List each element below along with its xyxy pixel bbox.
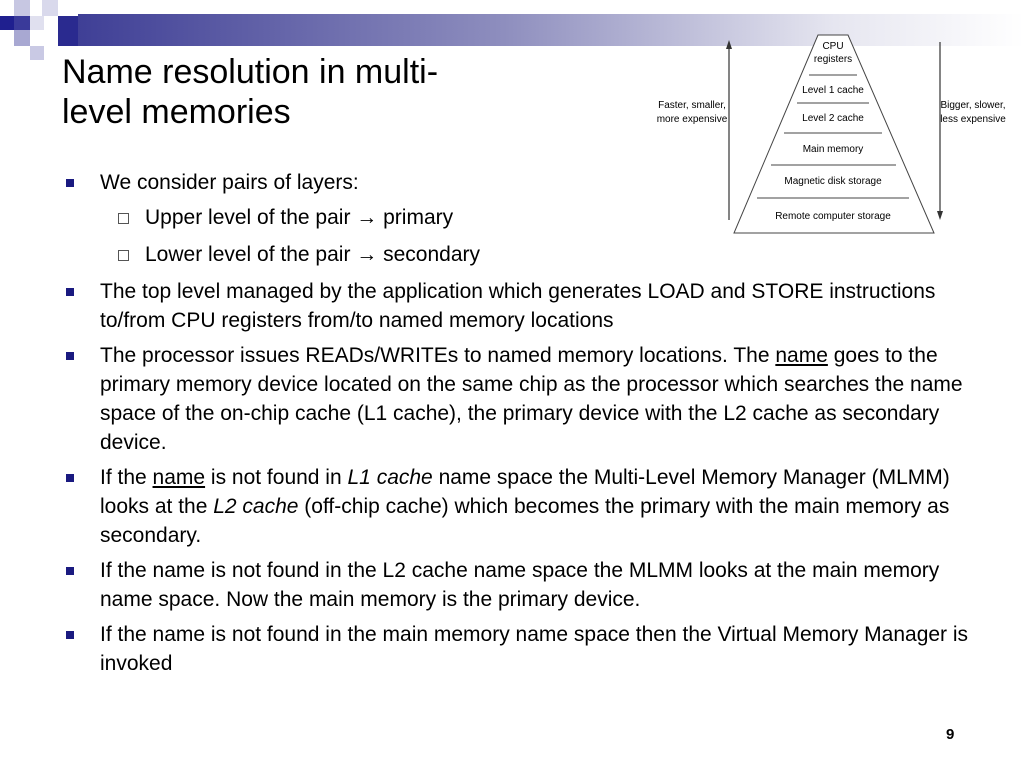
- level-main-memory: Main memory: [803, 144, 864, 155]
- italic-l1-cache: L1 cache: [347, 466, 433, 489]
- header-gradient-bar: [78, 14, 1024, 46]
- bullet-main-memory-not-found: If the name is not found in the main mem…: [64, 620, 974, 678]
- level-cpu: CPU: [822, 41, 843, 52]
- sub-bullet-lower-level: Lower level of the pair → secondary: [64, 240, 974, 269]
- level-l2-cache: Level 2 cache: [802, 113, 864, 124]
- bullet-l1-not-found: If the name is not found in L1 cache nam…: [64, 463, 974, 550]
- level-l1-cache: Level 1 cache: [802, 85, 864, 96]
- down-arrow-icon: [937, 211, 943, 220]
- bullet-top-level: The top level managed by the application…: [64, 277, 974, 335]
- pyramid-outline: [733, 34, 935, 234]
- underlined-name: name: [152, 466, 206, 489]
- header-squares: [0, 0, 80, 62]
- italic-l2-cache: L2 cache: [213, 495, 299, 518]
- right-label-line-1: Bigger, slower,: [940, 100, 1005, 111]
- page-number: 9: [946, 726, 955, 743]
- slide-title: Name resolution in multi- level memories: [62, 52, 622, 132]
- left-label-line-1: Faster, smaller,: [658, 100, 726, 111]
- level-remote-storage: Remote computer storage: [775, 211, 891, 222]
- level-registers: registers: [814, 54, 852, 65]
- up-arrow-icon: [726, 40, 732, 49]
- left-label-line-2: more expensive: [657, 114, 728, 125]
- right-label-line-2: less expensive: [940, 114, 1006, 125]
- bullet-list: We consider pairs of layers: Upper level…: [64, 168, 974, 684]
- title-line-2: level memories: [62, 93, 291, 131]
- memory-hierarchy-diagram: CPU registers Level 1 cache Level 2 cach…: [657, 34, 1006, 234]
- title-line-1: Name resolution in multi-: [62, 53, 439, 91]
- bullet-processor-issues: The processor issues READs/WRITEs to nam…: [64, 341, 974, 457]
- bullet-pairs-of-layers: We consider pairs of layers:: [64, 168, 974, 197]
- level-magnetic-disk: Magnetic disk storage: [784, 176, 882, 187]
- underlined-name: name: [775, 344, 828, 367]
- bullet-l2-not-found: If the name is not found in the L2 cache…: [64, 556, 974, 614]
- sub-bullet-upper-level: Upper level of the pair → primary: [64, 203, 974, 232]
